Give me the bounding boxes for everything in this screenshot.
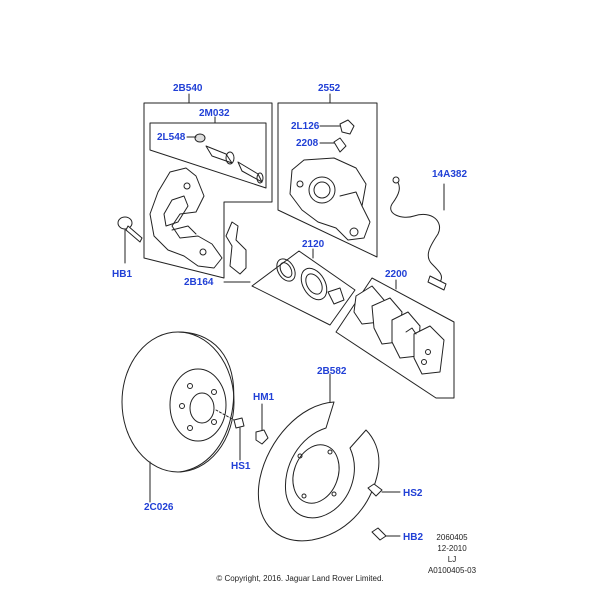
label-slide-pin-boot[interactable]: 2L548 bbox=[157, 132, 186, 143]
label-bleed-screw-cap[interactable]: 2L126 bbox=[291, 121, 320, 132]
reference-model-code: LJ bbox=[447, 555, 457, 564]
reference-illustration-id: A0100405-03 bbox=[427, 566, 477, 575]
label-splash-shield[interactable]: 2B582 bbox=[317, 366, 347, 377]
label-bleed-screw[interactable]: 2208 bbox=[296, 138, 319, 149]
caliper-carrier-drawing bbox=[149, 167, 223, 269]
shield-bolt-lower-drawing bbox=[371, 527, 401, 541]
slide-pin-kit-frame bbox=[149, 116, 267, 189]
brake-disc-drawing bbox=[121, 331, 235, 503]
caliper-carrier-kit-frame bbox=[143, 93, 273, 279]
slide-pin-drawing bbox=[205, 145, 264, 184]
label-disc-retaining-screw[interactable]: HS1 bbox=[231, 461, 251, 472]
splash-shield-nut-drawing bbox=[255, 403, 269, 445]
caliper-assembly-frame bbox=[277, 93, 378, 258]
brake-pads-drawing bbox=[353, 285, 445, 375]
disc-retaining-screw-drawing bbox=[215, 409, 245, 461]
slide-pin-boot-drawing bbox=[186, 133, 206, 143]
label-caliper-assembly[interactable]: 2552 bbox=[318, 83, 341, 94]
shield-screw-upper-drawing bbox=[367, 483, 401, 497]
pad-wear-sensor-drawing bbox=[390, 176, 447, 291]
splash-shield-drawing bbox=[258, 373, 380, 542]
label-slide-pin-kit[interactable]: 2M032 bbox=[199, 108, 230, 119]
reference-date: 12-2010 bbox=[437, 544, 467, 553]
label-caliper-carrier-kit[interactable]: 2B540 bbox=[173, 83, 203, 94]
carrier-bolt-drawing bbox=[117, 216, 143, 264]
label-shield-screw-upper[interactable]: HS2 bbox=[403, 488, 423, 499]
label-shield-bolt-lower[interactable]: HB2 bbox=[403, 532, 424, 543]
anti-rattle-clip-drawing bbox=[223, 221, 251, 283]
label-brake-disc[interactable]: 2C026 bbox=[144, 502, 174, 513]
label-splash-shield-nut[interactable]: HM1 bbox=[253, 392, 275, 403]
label-anti-rattle-clip[interactable]: 2B164 bbox=[184, 277, 214, 288]
label-piston-seal-kit[interactable]: 2120 bbox=[302, 239, 325, 250]
bleed-screw-cap-drawing bbox=[319, 119, 355, 135]
bleed-screw-drawing bbox=[319, 137, 347, 153]
label-pad-wear-sensor[interactable]: 14A382 bbox=[432, 169, 468, 180]
copyright-notice: © Copyright, 2016. Jaguar Land Rover Lim… bbox=[216, 574, 384, 583]
reference-number: 2060405 bbox=[436, 533, 468, 542]
caliper-housing-drawing bbox=[289, 157, 371, 241]
piston-seal-drawing bbox=[276, 258, 345, 305]
brake-pad-set-frame bbox=[335, 277, 455, 399]
label-brake-pad-set[interactable]: 2200 bbox=[385, 269, 408, 280]
label-carrier-bolt[interactable]: HB1 bbox=[112, 269, 133, 280]
